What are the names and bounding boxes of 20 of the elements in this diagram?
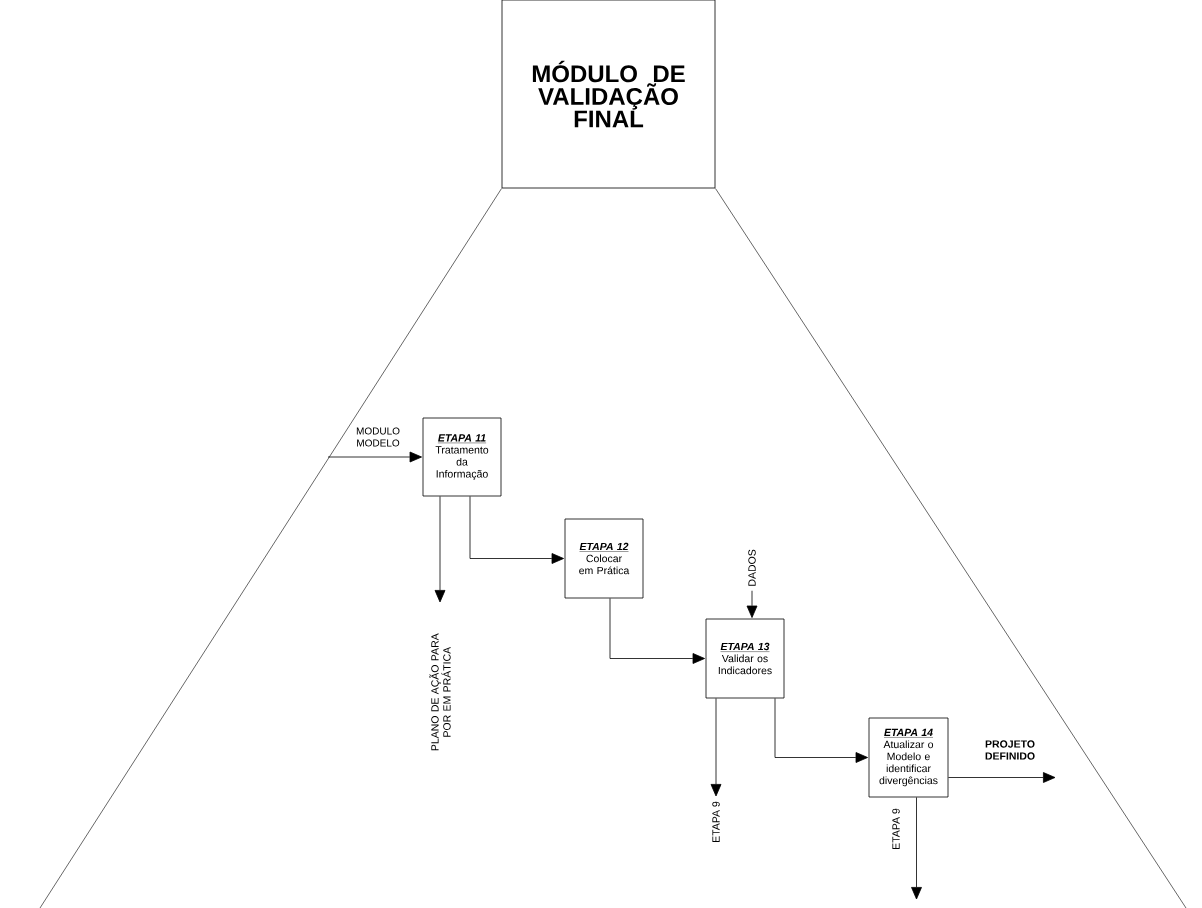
module-box: MÓDULO DE VALIDAÇÃO FINAL [501,0,716,189]
arrow [469,496,564,564]
process-box: ETAPA 14 Atualizar o Modelo e identificar divergências [868,717,949,798]
edge-label: MODULO MODELO [356,427,400,447]
arrow [911,797,922,900]
process-box: ETAPA 12 Colocar em Prática [564,518,644,599]
arrow [774,698,868,763]
arrow [434,496,446,603]
arrow [746,590,758,618]
vertical-label: ETAPA 9 [712,801,720,842]
edge-label: PROJETO DEFINIDO [985,740,1035,760]
edge-label: ETAPA 9 [892,808,900,849]
process-box: ETAPA 11 Tratamento da Informação [422,417,502,497]
arrow [609,598,705,664]
process-box: ETAPA 13 Validar os Indicadores [705,618,785,699]
vertical-label: PLANO DE AÇÃO PARA POR EM PRÁTICA [429,633,451,751]
vertical-label: DADOS [748,549,756,586]
arrow [327,451,422,463]
arrow [948,772,1056,783]
arrow [710,698,722,797]
